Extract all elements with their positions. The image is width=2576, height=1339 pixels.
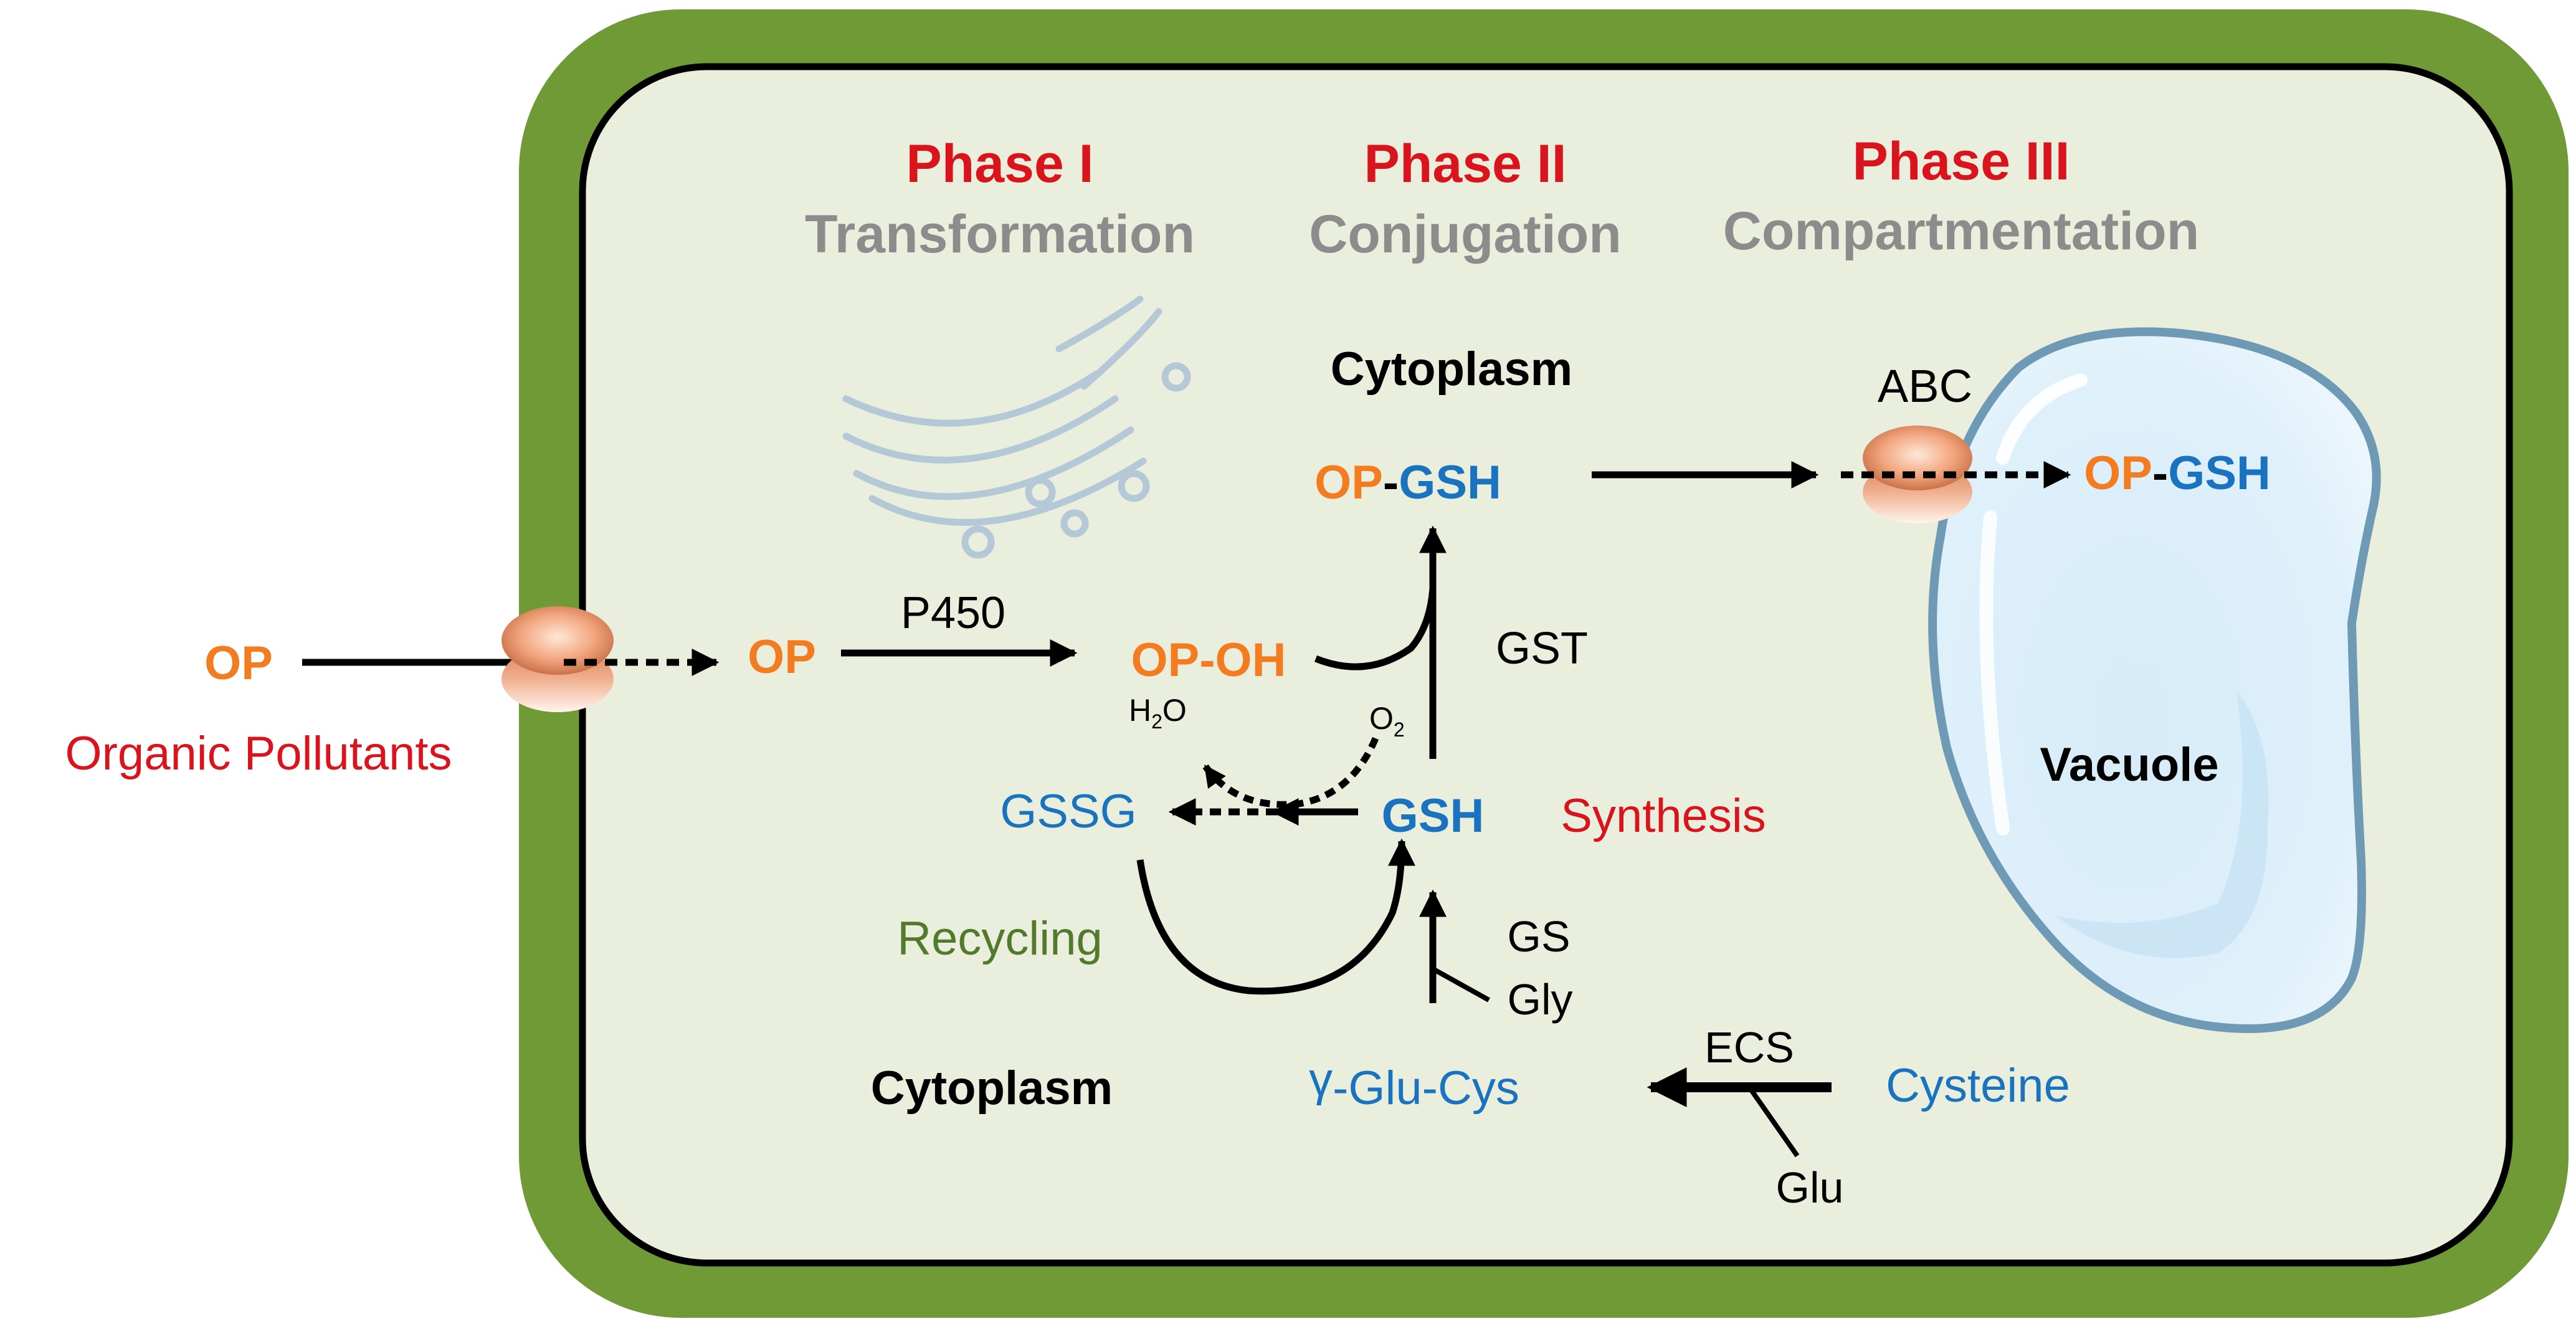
glu-cys-part: -Glu-Cys (1333, 1062, 1519, 1115)
gsh-label: GSH (1382, 789, 1485, 842)
h2o-o: O (1162, 693, 1187, 728)
phase-2-title: Phase II (1364, 134, 1566, 194)
svg-text:γ-Glu-Cys: γ-Glu-Cys (1309, 1053, 1519, 1115)
recycling-label: Recycling (897, 912, 1102, 965)
vacuole (1928, 327, 2381, 1033)
gst-label: GST (1496, 624, 1588, 674)
external-op-label: OP (204, 637, 273, 690)
op-oh-join-curve (1314, 588, 1437, 670)
op-part: OP (2084, 447, 2152, 500)
golgi-icon (842, 295, 1191, 559)
p450-label: P450 (901, 588, 1005, 638)
h2o-label: H2O (1129, 693, 1187, 733)
gamma-glu-cys-label: γ-Glu-Cys (1309, 1053, 1519, 1115)
phase-1-title: Phase I (906, 134, 1093, 194)
o2-sub: 2 (1394, 718, 1405, 741)
phase-3-subtitle: Compartmentation (1723, 201, 2199, 261)
cytoplasm-label-top: Cytoplasm (1331, 343, 1573, 396)
svg-text:OP-GSH: OP-GSH (2084, 447, 2271, 500)
op-part: OP (1314, 456, 1383, 509)
h2o-sub: 2 (1151, 710, 1162, 733)
op-oh-label: OP-OH (1131, 634, 1286, 687)
recycling-arc-arrow (1136, 838, 1415, 995)
gsh-part: GSH (2168, 447, 2271, 500)
phase-3-title: Phase III (1853, 131, 2070, 191)
phase-1-subtitle: Transformation (805, 204, 1195, 264)
op-inside-label: OP (748, 631, 816, 684)
svg-text:H2O: H2O (1129, 693, 1187, 733)
gssg-label: GSSG (1000, 785, 1137, 838)
synthesis-label: Synthesis (1561, 789, 1766, 842)
gly-branch (1432, 966, 1490, 1003)
gsh-part: GSH (1399, 456, 1501, 509)
gly-label: Gly (1508, 975, 1573, 1024)
dash-part: - (1383, 456, 1399, 509)
o2-label: O2 (1369, 701, 1405, 741)
glu-label: Glu (1776, 1163, 1844, 1212)
glu-branch (1747, 1085, 1800, 1158)
gamma-symbol: γ (1309, 1053, 1333, 1106)
dash-part: - (2152, 447, 2168, 500)
gs-label: GS (1507, 912, 1570, 961)
o2-o: O (1369, 701, 1394, 736)
oxidation-arc-arrow (1202, 736, 1379, 808)
svg-text:OP-GSH: OP-GSH (1314, 456, 1501, 509)
phase-2-subtitle: Conjugation (1309, 204, 1622, 264)
op-gsh-conjugate-label: OP-GSH (1314, 456, 1501, 509)
cytoplasm-label-bottom: Cytoplasm (871, 1062, 1113, 1115)
cysteine-label: Cysteine (1886, 1059, 2070, 1112)
svg-text:O2: O2 (1369, 701, 1405, 741)
abc-label: ABC (1878, 360, 1972, 412)
h2o-h: H (1129, 693, 1151, 728)
ecs-label: ECS (1704, 1023, 1794, 1072)
vacuole-label: Vacuole (2040, 738, 2218, 791)
vacuole-op-gsh-label: OP-GSH (2084, 447, 2271, 500)
organic-pollutants-label: Organic Pollutants (65, 727, 452, 780)
